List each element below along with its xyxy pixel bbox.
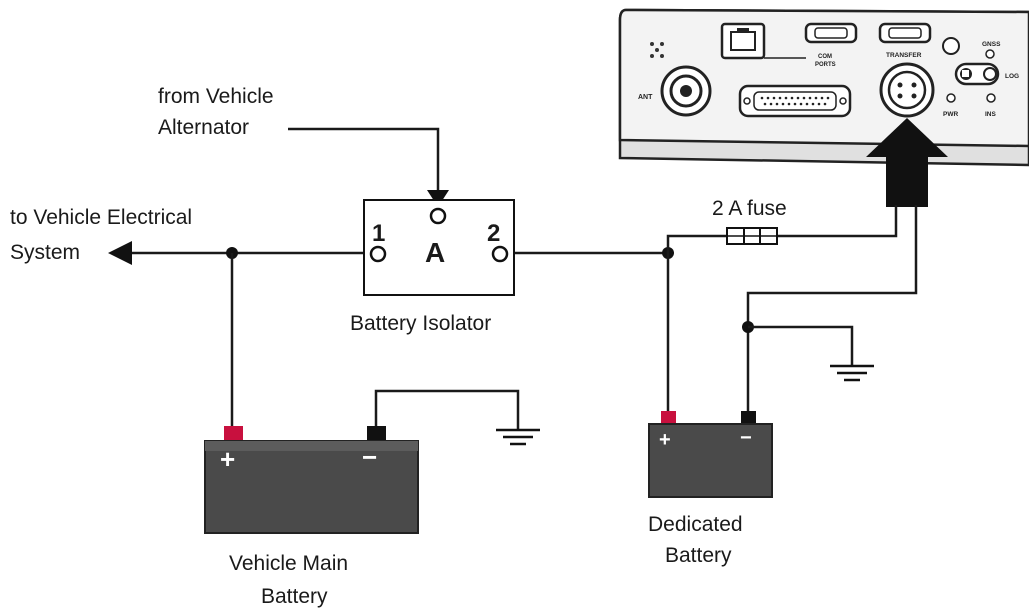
to-electrical-label-line2: System — [10, 241, 80, 264]
log-label: LOG — [1005, 73, 1019, 80]
main-battery-label-line2: Battery — [261, 585, 328, 608]
pwr-led-icon — [946, 93, 956, 103]
fuse-output-wire — [777, 205, 898, 238]
battery-isolator-label: Battery Isolator — [350, 312, 491, 335]
battery-body — [648, 423, 773, 498]
terminal-1-icon — [369, 245, 387, 263]
alternator-arrow-icon — [427, 190, 449, 207]
fuse-icon — [726, 227, 778, 245]
terminal-1-label: 1 — [372, 220, 385, 247]
main-battery-label-line1: Vehicle Main — [229, 552, 348, 575]
from-alternator-label-line1: from Vehicle — [158, 85, 274, 108]
plus-sign: + — [220, 444, 235, 474]
antenna-port — [660, 65, 712, 117]
alternator-wire — [288, 127, 440, 190]
log-button-icon — [954, 62, 1000, 86]
com-port-connector — [804, 22, 858, 44]
from-alternator-label-line2: Alternator — [158, 116, 249, 139]
positive-terminal-icon — [224, 426, 243, 442]
power-input-arrow — [866, 118, 948, 207]
ins-led-icon — [986, 93, 996, 103]
negative-terminal-icon — [367, 426, 386, 442]
main-battery-ground-wire — [374, 389, 520, 430]
wiring — [108, 127, 918, 446]
status-dots-icon — [650, 42, 664, 58]
gnss-label: GNSS — [982, 41, 1001, 48]
dedicated-battery-label-line2: Battery — [665, 544, 732, 567]
battery-body — [204, 440, 419, 534]
gnss-led-icon — [985, 49, 995, 59]
io-connector — [738, 84, 852, 118]
to-electrical-label-line1: to Vehicle Electrical — [10, 206, 192, 229]
terminal-a-label: A — [425, 237, 445, 268]
transfer-button-icon — [942, 37, 960, 55]
transfer-port — [878, 22, 932, 44]
com-ports-label-line1: COM — [818, 54, 832, 60]
ins-label: INS — [985, 111, 997, 118]
vehicle-main-battery: + − — [204, 426, 419, 534]
battery-isolator: 1 A 2 — [363, 199, 515, 296]
com-ports-label-line2: PORTS — [815, 62, 836, 68]
terminal-a-icon — [429, 207, 447, 225]
receiver-device: ANT COM PORTS — [618, 8, 1029, 167]
dedicated-battery-label-line1: Dedicated — [648, 513, 743, 536]
power-connector — [879, 62, 935, 118]
minus-sign: − — [362, 442, 377, 472]
positive-terminal-icon — [661, 411, 676, 425]
dedicated-battery: + − — [648, 411, 773, 498]
fuse-label: 2 A fuse — [712, 197, 787, 220]
vehicle-system-arrow-icon — [108, 241, 132, 265]
pwr-label: PWR — [943, 111, 958, 118]
ant-label: ANT — [638, 94, 653, 101]
plus-sign: + — [659, 429, 671, 451]
terminal-2-icon — [491, 245, 509, 263]
ethernet-port — [720, 22, 766, 60]
transfer-label: TRANSFER — [886, 52, 922, 59]
minus-sign: − — [740, 427, 752, 449]
negative-terminal-icon — [741, 411, 756, 425]
terminal-2-label: 2 — [487, 220, 500, 247]
dedicated-battery-ground-wire — [748, 325, 854, 366]
fuse-input-wire — [666, 234, 727, 253]
dedicated-battery-negative-wire — [746, 205, 918, 413]
